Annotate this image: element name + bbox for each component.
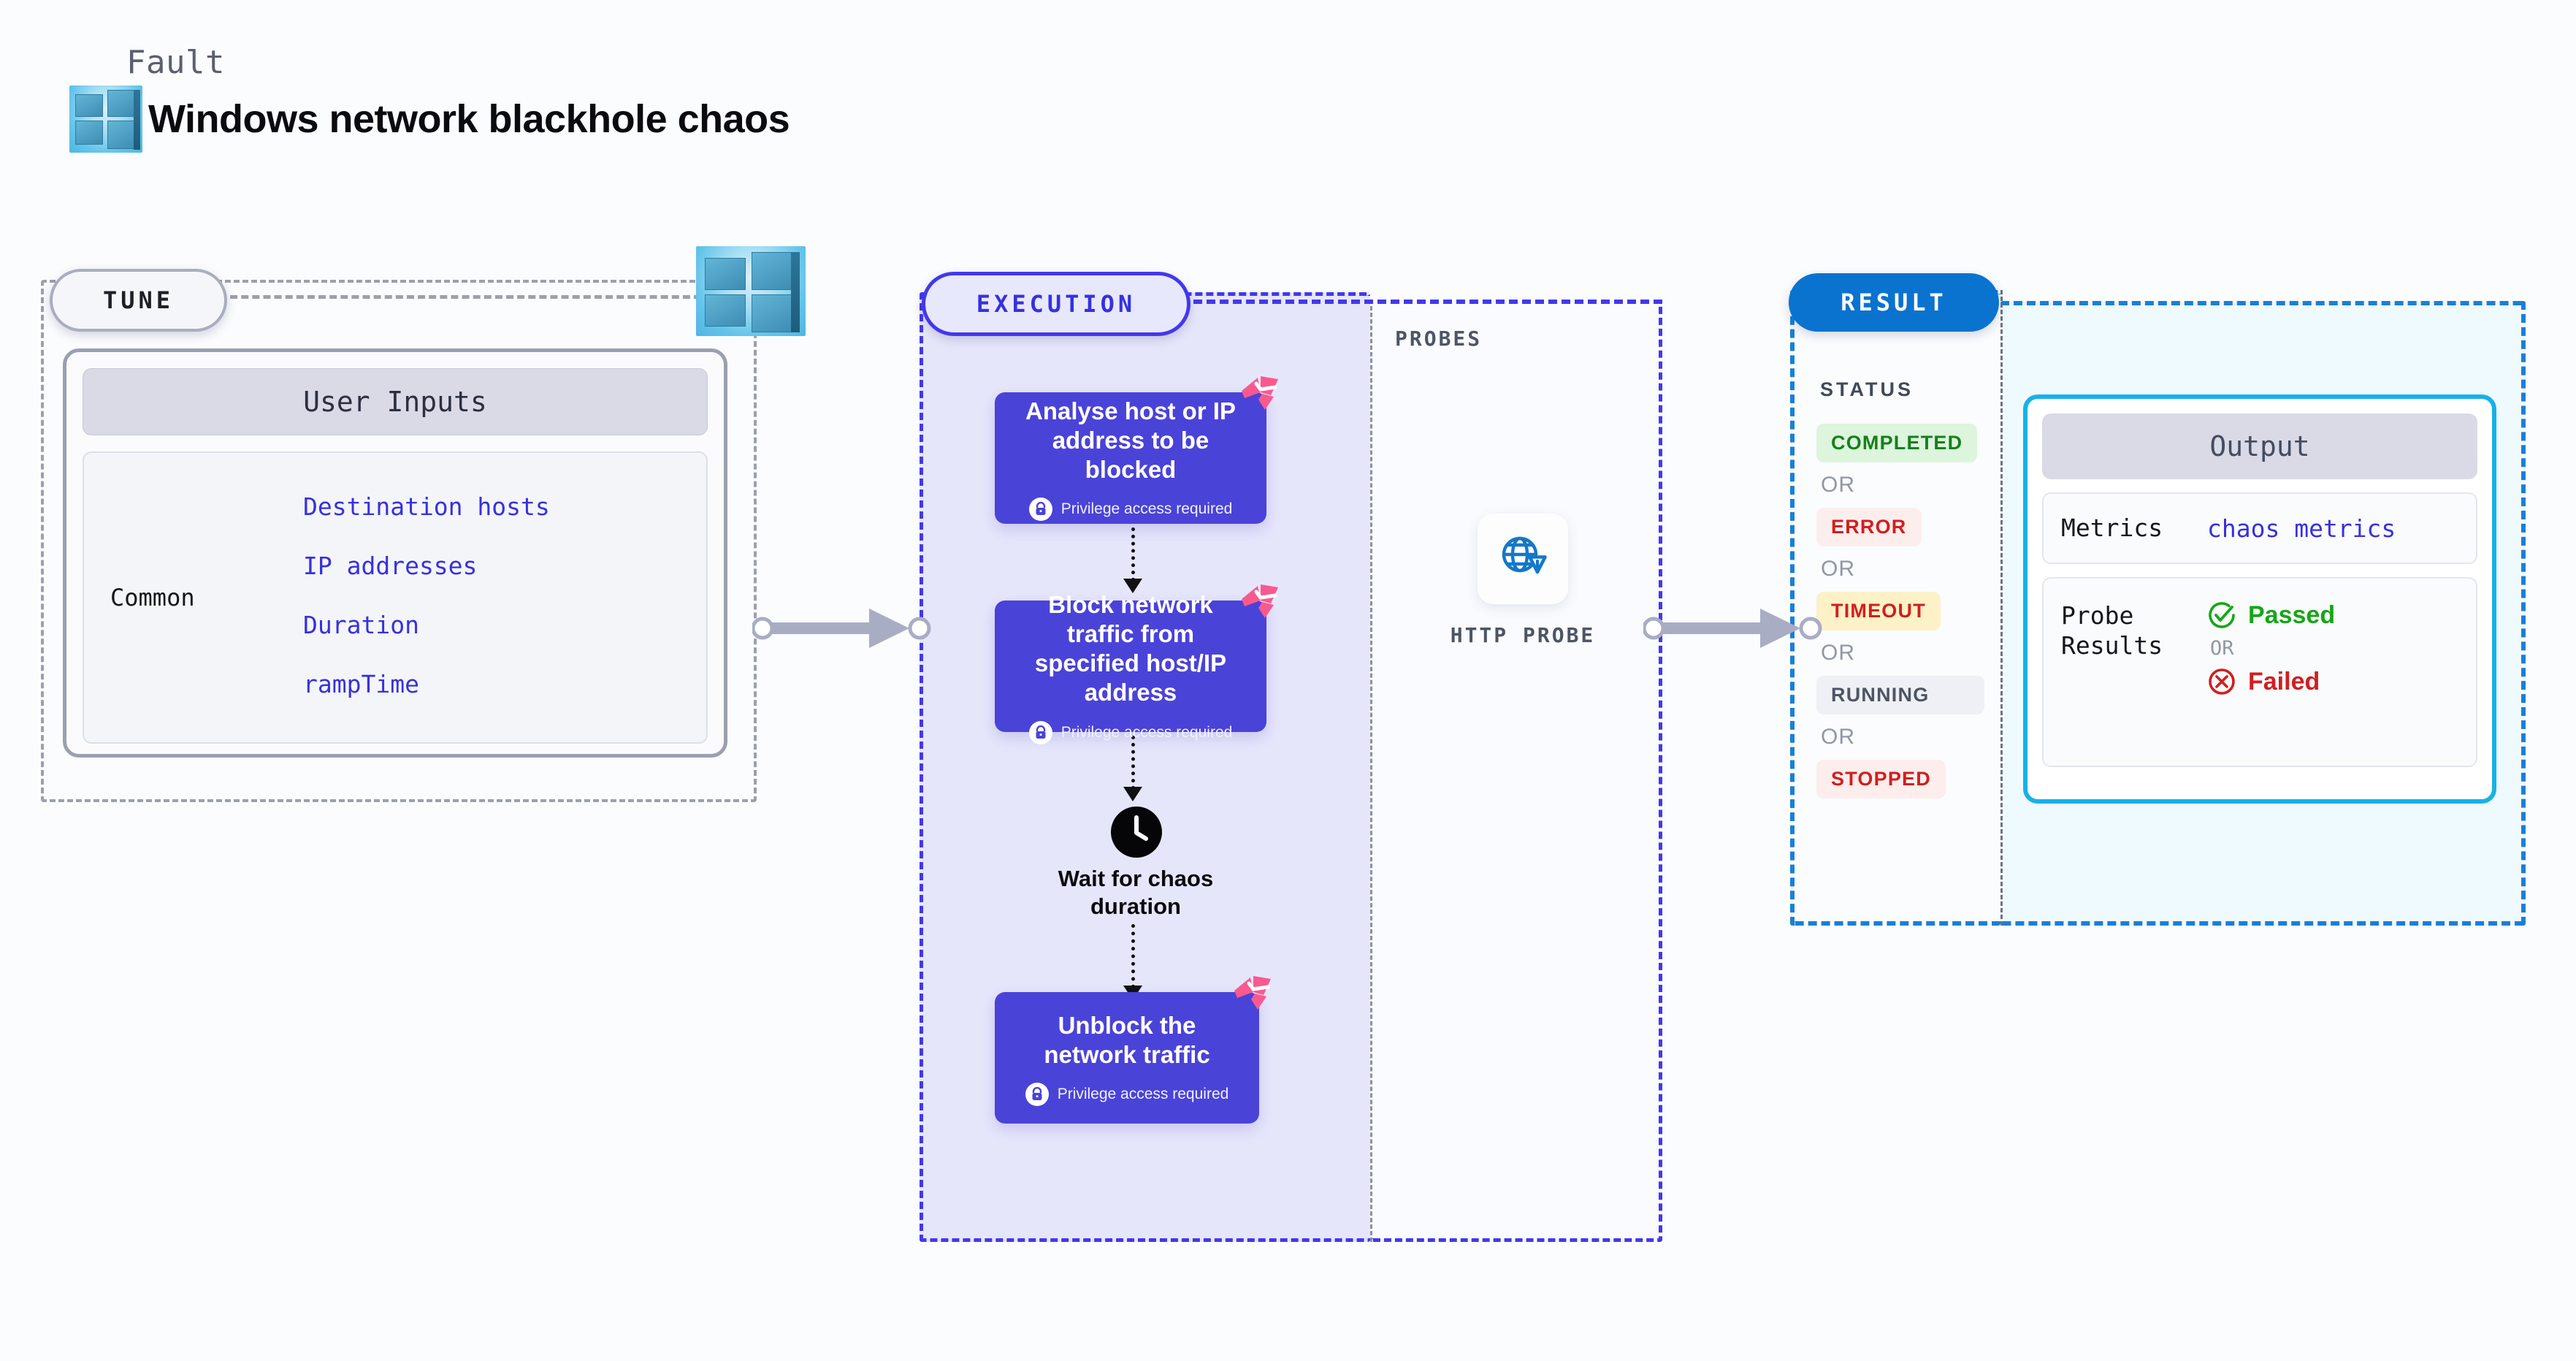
tune-panel [41, 280, 757, 802]
connector-tune-to-execution [752, 609, 931, 648]
input-duration[interactable]: Duration [303, 611, 419, 639]
probe-result-passed-label: Passed [2248, 601, 2336, 629]
probes-divider [1370, 300, 1372, 1242]
privilege-note-text: Privilege access required [1060, 500, 1233, 518]
output-card-header: Output [2042, 413, 2477, 479]
fault-kicker: Fault [126, 44, 225, 81]
result-label-text: RESULT [1841, 289, 1947, 316]
user-inputs-card: User Inputs Common Destination hosts IP … [63, 348, 727, 758]
output-metrics-value[interactable]: chaos metrics [2207, 514, 2396, 543]
flow-arrow-3 [1131, 924, 1135, 988]
output-probe-results-key: Probe Results [2061, 601, 2163, 660]
tune-section-label: TUNE [50, 269, 227, 332]
flow-arrow-1-head [1123, 579, 1142, 593]
execution-step-block[interactable]: Block network traffic from specified hos… [995, 584, 1278, 744]
probe-result-or: OR [2210, 637, 2234, 660]
status-badge-error: ERROR [1816, 508, 1922, 546]
status-or: OR [1821, 725, 1855, 749]
lock-icon [1028, 720, 1052, 744]
litmus-chaos-icon [1234, 976, 1271, 1010]
execution-step-analyse[interactable]: Analyse host or IP address to be blocked… [995, 376, 1278, 524]
result-divider [2000, 290, 2003, 926]
user-inputs-header: User Inputs [83, 368, 708, 435]
tune-label-text: TUNE [102, 286, 175, 314]
execution-step-unblock[interactable]: Unblock the network traffic Privilege ac… [995, 976, 1271, 1124]
privilege-note: Privilege access required [1025, 1083, 1229, 1107]
header-row: Windows network blackhole chaos [69, 85, 790, 153]
input-ip-addresses[interactable]: IP addresses [303, 552, 478, 580]
probe-result-failed-label: Failed [2248, 667, 2320, 695]
probe-result-passed: Passed [2207, 601, 2335, 630]
litmus-chaos-icon [1242, 376, 1278, 410]
clock-icon [1111, 807, 1162, 858]
execution-section-label: EXECUTION [922, 272, 1190, 336]
lock-icon [1025, 1083, 1049, 1107]
privilege-note: Privilege access required [1028, 720, 1233, 744]
check-circle-icon [2209, 602, 2235, 628]
user-inputs-list: Destination hosts IP addresses Duration … [303, 492, 706, 703]
probes-title: PROBES [1395, 327, 1483, 351]
output-probe-results-values: Passed OR Failed [2207, 601, 2335, 696]
status-list: COMPLETED OR ERROR OR TIMEOUT OR RUNNING… [1816, 424, 1984, 798]
connector-execution-to-result [1643, 609, 1822, 648]
page-title: Windows network blackhole chaos [148, 97, 790, 141]
flow-arrow-2 [1131, 736, 1135, 790]
status-or: OR [1821, 473, 1855, 497]
globe-warning-icon [1478, 514, 1568, 604]
status-badge-completed: COMPLETED [1816, 424, 1978, 462]
status-title: STATUS [1820, 378, 1914, 400]
status-badge-running: RUNNING [1816, 676, 1984, 714]
result-section-label: RESULT [1789, 273, 1999, 332]
probe-result-failed: Failed [2207, 667, 2335, 696]
litmus-chaos-icon [1242, 584, 1278, 618]
probe-item-http[interactable]: HTTP PROBE [1451, 514, 1593, 647]
output-card: Output Metrics chaos metrics Probe Resul… [2023, 394, 2496, 804]
wait-for-chaos-duration-label: Wait for chaos duration [1058, 866, 1214, 920]
input-ramptime[interactable]: rampTime [303, 670, 419, 698]
execution-step-title: Block network traffic from specified hos… [1034, 590, 1227, 706]
probes-panel [1370, 300, 1662, 1242]
user-inputs-group-label: Common [110, 584, 195, 611]
status-or: OR [1821, 557, 1855, 581]
tune-connector-dash [219, 295, 701, 299]
windows-logo-icon [69, 85, 142, 153]
execution-connector-dash [1180, 300, 1662, 304]
status-or: OR [1821, 641, 1855, 665]
status-badge-stopped: STOPPED [1816, 760, 1946, 798]
flow-arrow-2-head [1123, 787, 1142, 801]
user-inputs-body: Common Destination hosts IP addresses Du… [83, 451, 708, 744]
privilege-note: Privilege access required [1028, 497, 1233, 522]
output-probe-results-row: Probe Results Passed OR Failed [2042, 577, 2477, 767]
x-circle-icon [2209, 668, 2235, 695]
page-header: Fault Windows network blackhole chaos [69, 44, 790, 153]
status-badge-timeout: TIMEOUT [1816, 592, 1941, 630]
input-destination-hosts[interactable]: Destination hosts [303, 492, 550, 521]
execution-step-title: Analyse host or IP address to be blocked [1025, 397, 1236, 484]
tune-windows-logo-icon [696, 246, 806, 336]
output-metrics-key: Metrics [2061, 514, 2163, 543]
output-metrics-row: Metrics chaos metrics [2042, 492, 2477, 564]
flow-arrow-1 [1131, 527, 1135, 582]
privilege-note-text: Privilege access required [1060, 723, 1233, 741]
execution-step-title: Unblock the network traffic [1044, 1011, 1210, 1068]
probe-item-label: HTTP PROBE [1450, 623, 1596, 647]
execution-label-text: EXECUTION [976, 290, 1136, 318]
privilege-note-text: Privilege access required [1057, 1086, 1229, 1103]
lock-icon [1028, 497, 1052, 522]
